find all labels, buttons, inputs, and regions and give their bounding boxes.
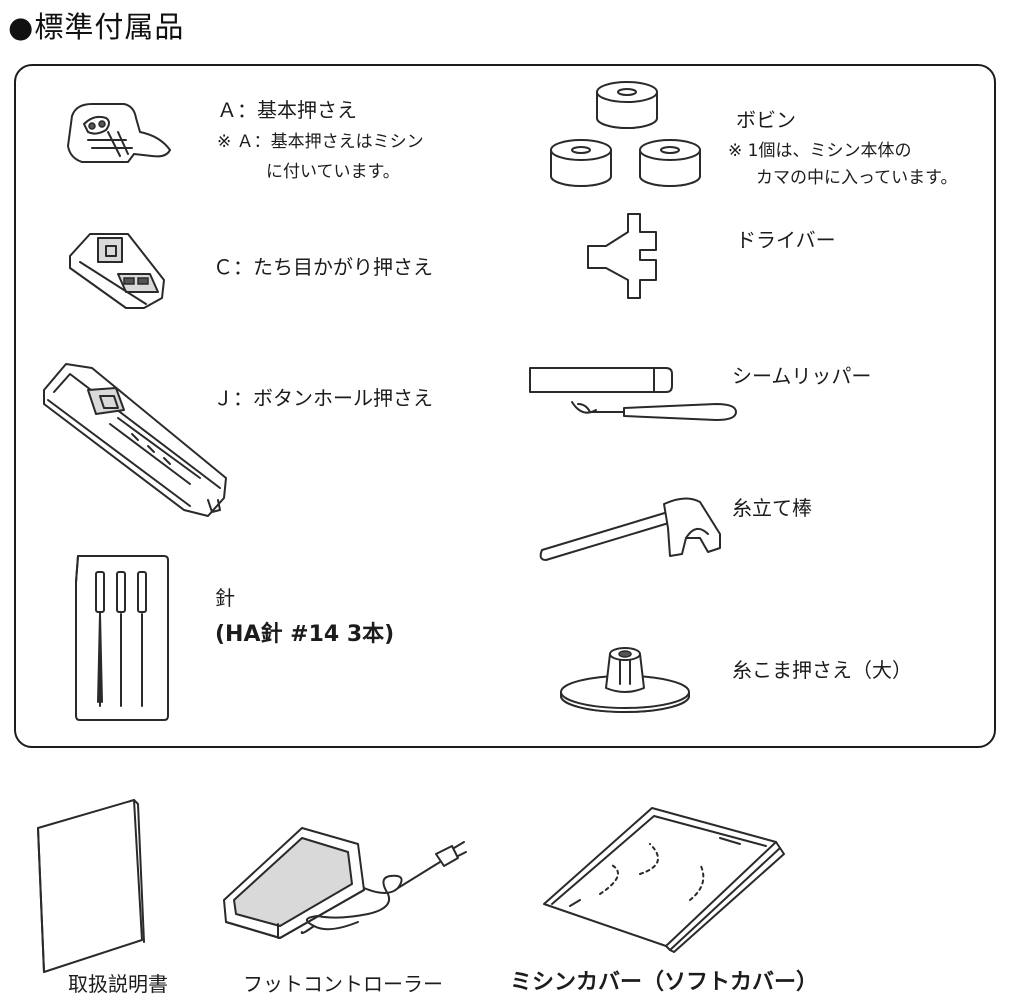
needle-detail: (HA針 #14 3本) xyxy=(215,622,395,647)
foot-controller-label: フットコントローラー xyxy=(243,972,443,996)
bobbin-label: ボビン xyxy=(736,108,796,132)
needle-label: 針 xyxy=(215,586,235,610)
spool-cap-label: 糸こま押さえ（大） xyxy=(732,658,912,682)
needle-pack-illustration xyxy=(75,555,169,721)
title-text: 標準付属品 xyxy=(34,10,185,44)
machine-cover-illustration xyxy=(543,807,785,953)
foot-c-label: Ｃ：たち目かがり押さえ xyxy=(213,255,433,279)
screwdriver-illustration xyxy=(587,213,657,299)
machine-cover-label: ミシンカバー（ソフトカバー） xyxy=(510,970,819,995)
screwdriver-label: ドライバー xyxy=(736,228,836,252)
title-bullet: ● xyxy=(8,10,35,44)
presser-foot-a-illustration xyxy=(67,103,171,163)
spool-pin-label: 糸立て棒 xyxy=(732,496,812,520)
manual-label: 取扱説明書 xyxy=(68,972,168,996)
foot-a-note-line2: に付いています。 xyxy=(266,162,400,182)
foot-a-note-line1: ※ Ａ：基本押さえはミシン xyxy=(217,132,424,152)
overcasting-foot-c-illustration xyxy=(69,233,165,309)
page-title: ●標準付属品 xyxy=(8,4,184,46)
bobbins-illustration xyxy=(550,81,701,187)
accessories-frame xyxy=(14,64,996,748)
spool-cap-illustration xyxy=(560,647,690,713)
seam-ripper-label: シームリッパー xyxy=(732,364,872,388)
seam-ripper-illustration xyxy=(529,367,737,421)
foot-a-label: Ａ：基本押さえ xyxy=(217,98,357,122)
bobbin-note-line2: カマの中に入っています。 xyxy=(756,168,958,188)
foot-controller-illustration xyxy=(223,827,467,939)
buttonhole-foot-j-illustration xyxy=(43,363,227,517)
foot-j-label: Ｊ：ボタンホール押さえ xyxy=(213,386,433,410)
bobbin-note-line1: ※ 1個は、ミシン本体の xyxy=(728,141,912,161)
spool-pin-illustration xyxy=(539,497,721,561)
instruction-manual-illustration xyxy=(37,799,145,973)
